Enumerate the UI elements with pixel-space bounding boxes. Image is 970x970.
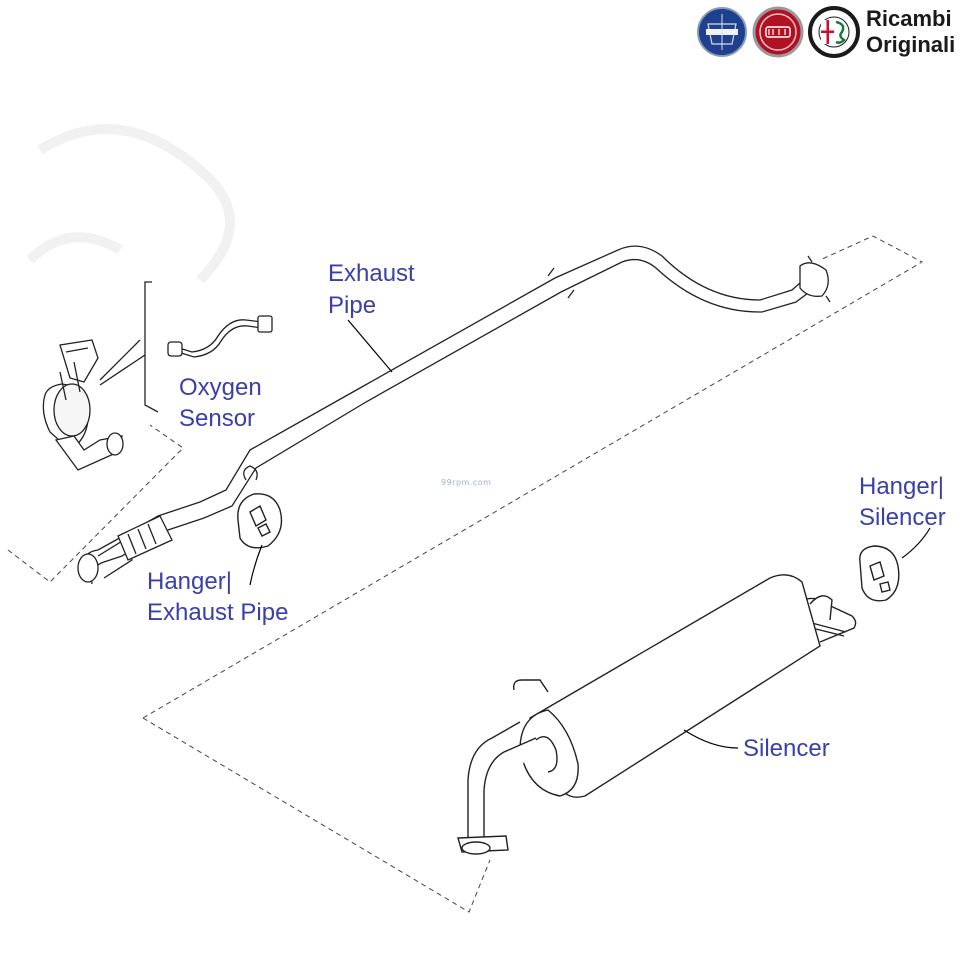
- oxygen-sensor-drawing: [167, 315, 273, 358]
- ghost-engine-outline: [26, 124, 235, 284]
- catalytic-converter: [42, 339, 124, 471]
- guide-upper: [7, 424, 184, 583]
- hanger-exhaust-pipe-drawing: [237, 493, 283, 549]
- exhaust-pipe-drawing: [77, 245, 831, 585]
- brand-line-2: Originali: [866, 32, 956, 57]
- label-hanger-exhaust-pipe-line-1: Hanger|: [147, 568, 232, 595]
- label-hanger-exhaust-pipe-line-2: Exhaust Pipe: [147, 599, 289, 626]
- fiat-logo: [752, 6, 804, 58]
- lancia-logo: [697, 7, 747, 57]
- leader-hanger-silencer: [901, 527, 931, 559]
- label-oxygen-sensor-line-1: Oxygen: [179, 374, 262, 401]
- label-silencer: Silencer: [743, 735, 830, 762]
- watermark: 99rpm.com: [441, 478, 492, 487]
- converter-bracket: [99, 281, 159, 413]
- leader-silencer: [683, 729, 739, 749]
- leader-exhaust-pipe: [347, 319, 393, 373]
- silencer-drawing: [457, 574, 857, 855]
- label-exhaust-pipe-line-1: Exhaust: [328, 260, 415, 287]
- label-oxygen-sensor-line-2: Sensor: [179, 405, 256, 432]
- brand-line-1: Ricambi: [866, 6, 952, 31]
- alfa-romeo-logo: [808, 6, 860, 58]
- guide-right: [142, 235, 924, 719]
- label-hanger-silencer-line-1: Hanger|: [859, 473, 944, 500]
- label-leader-lines: [249, 319, 931, 749]
- label-exhaust-pipe-line-2: Pipe: [328, 292, 377, 319]
- hanger-silencer-drawing: [859, 545, 900, 602]
- brand-block: Ricambi Originali: [696, 2, 968, 60]
- leader-hanger-exhaust-pipe: [249, 544, 263, 586]
- label-hanger-silencer-line-2: Silencer: [859, 504, 946, 531]
- assembly-guide-lines: [7, 235, 924, 913]
- guide-main: [142, 717, 491, 913]
